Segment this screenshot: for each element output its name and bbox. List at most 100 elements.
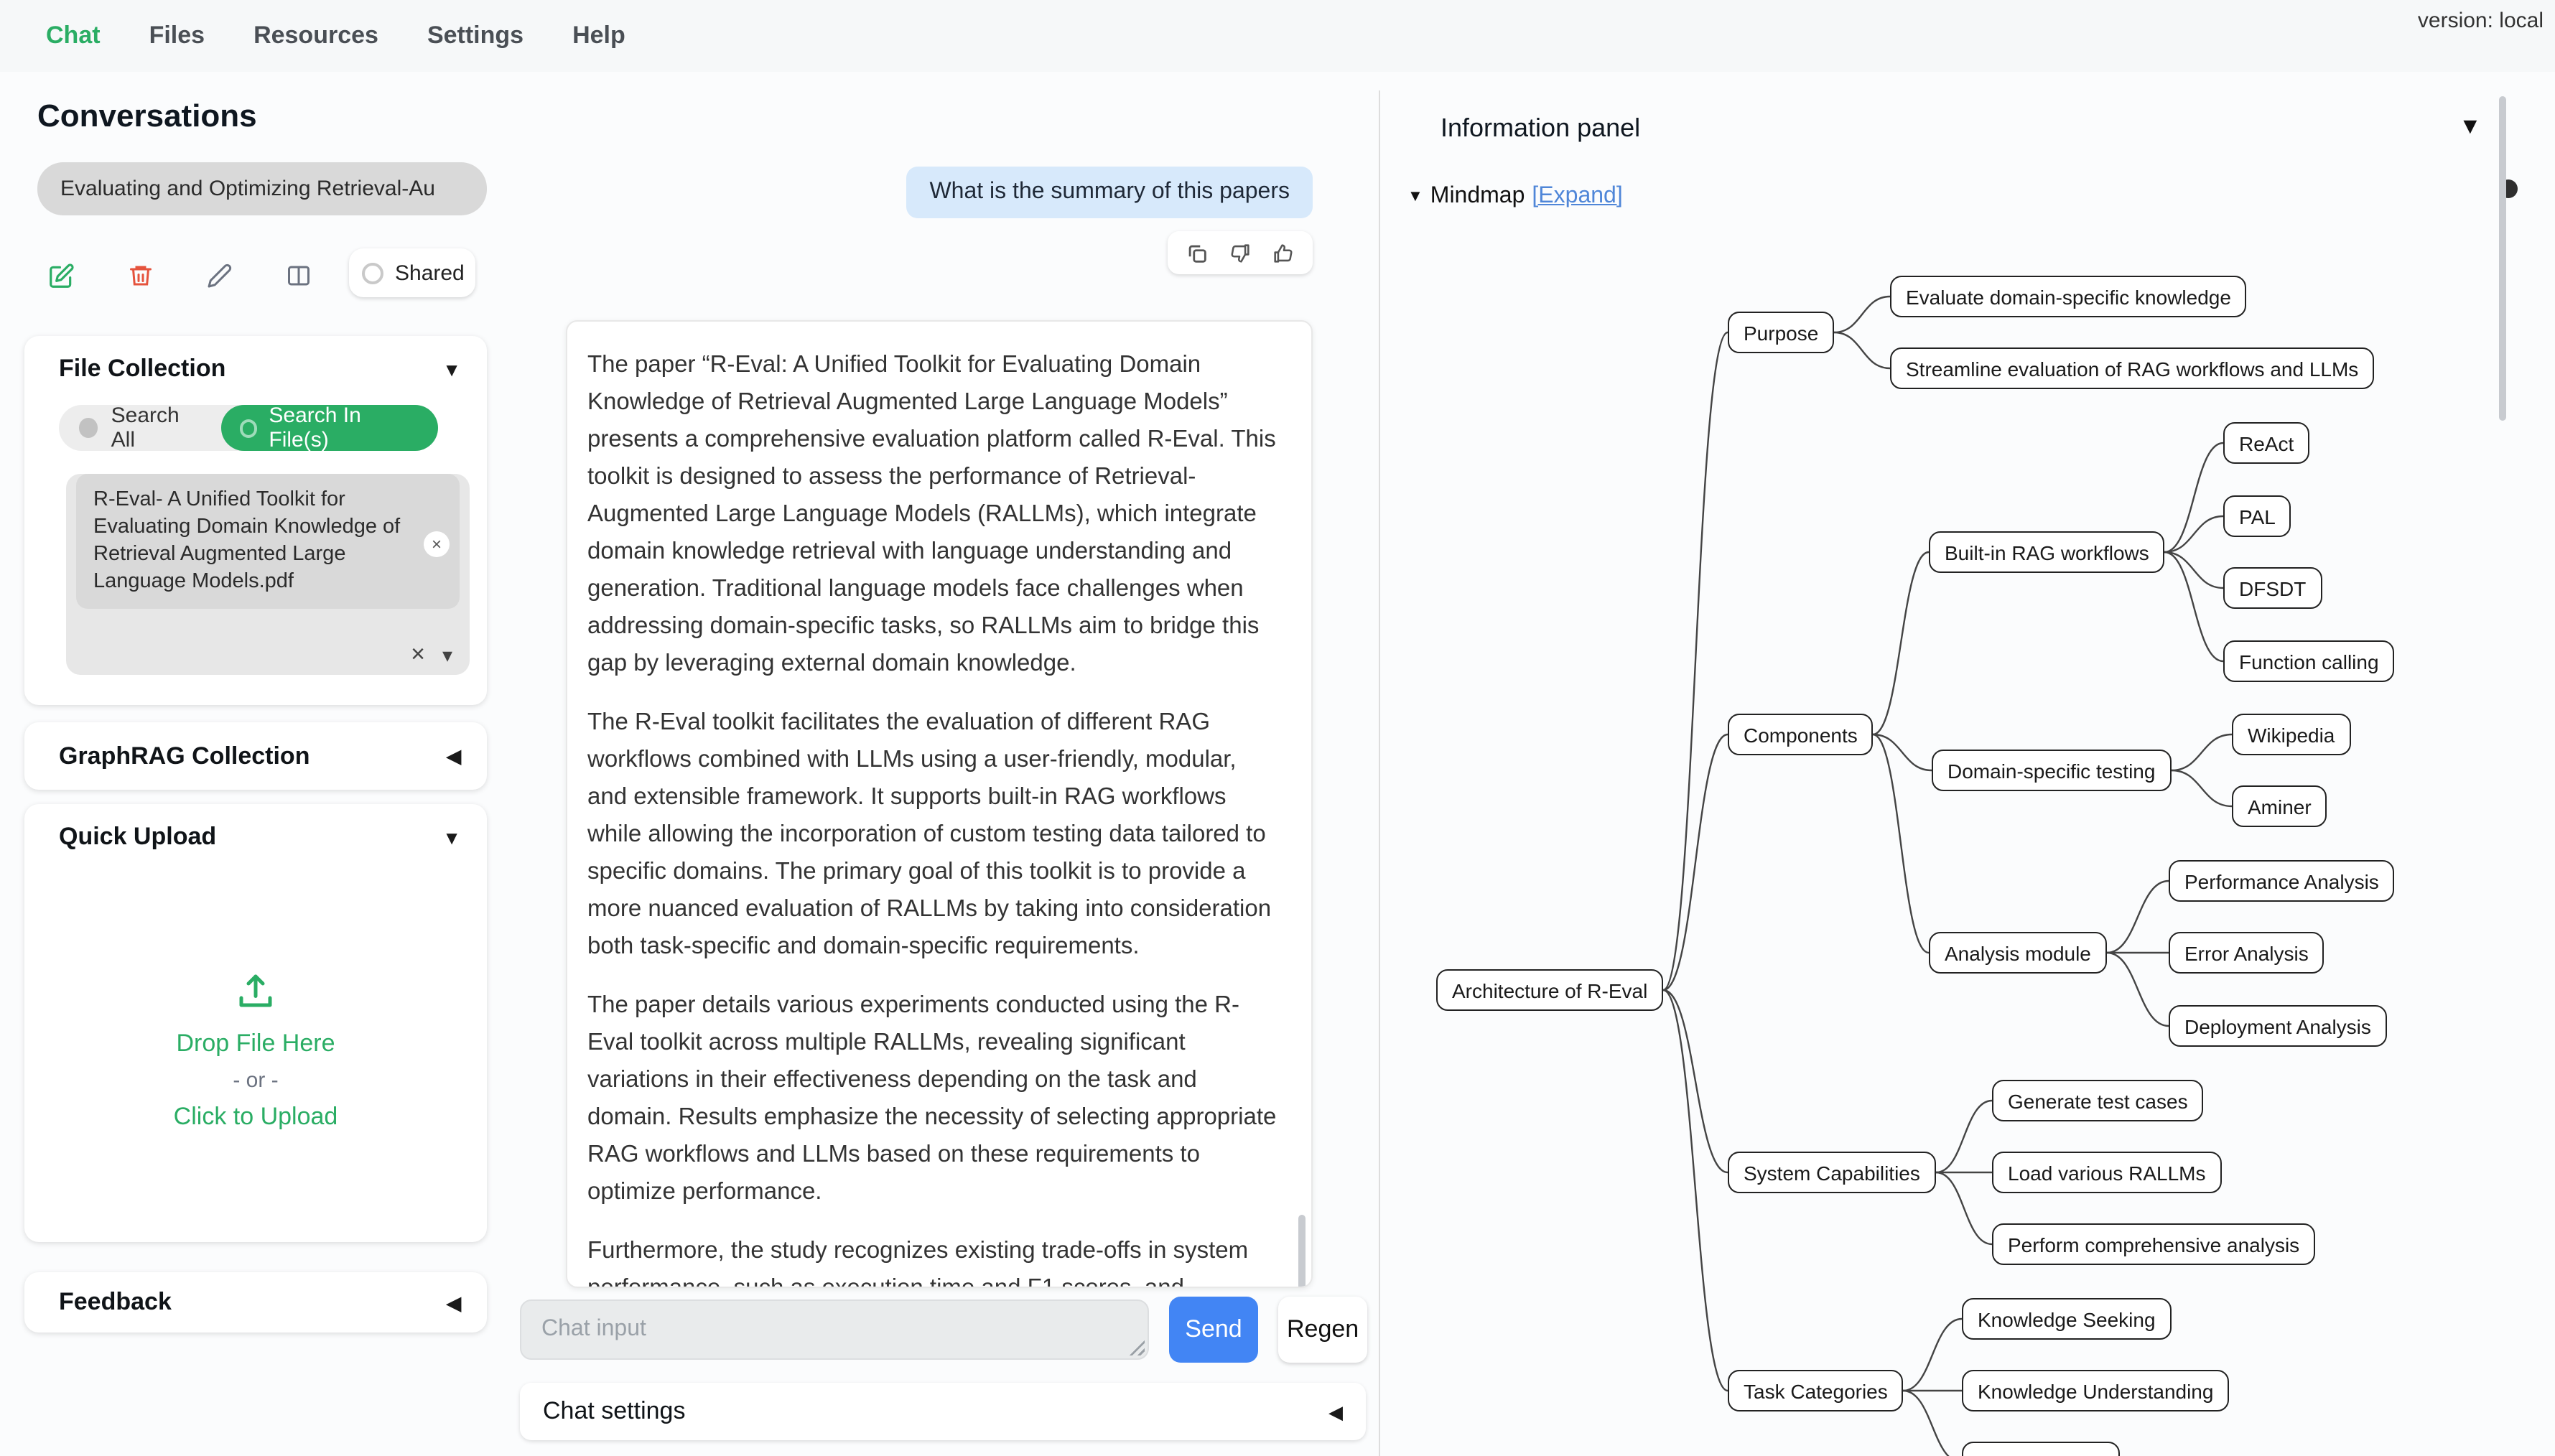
regen-button[interactable]: Regen: [1278, 1297, 1367, 1363]
thumbs-up-button[interactable]: [1270, 239, 1297, 266]
feedback-header[interactable]: Feedback ◀: [24, 1272, 487, 1333]
mindmap-label: Mindmap: [1430, 184, 1525, 208]
file-collection-card: File Collection ▼ Search All Search In F…: [24, 336, 487, 705]
mindmap-node-d2[interactable]: Aminer: [2232, 785, 2327, 827]
mindmap-node-k1[interactable]: Knowledge Seeking: [1962, 1298, 2172, 1340]
split-columns-icon: [287, 266, 309, 286]
thumbs-up-icon: [1274, 243, 1293, 262]
clear-files-button[interactable]: ×: [411, 640, 425, 668]
graphrag-title: GraphRAG Collection: [59, 742, 310, 769]
assistant-message-card: The paper “R-Eval: A Unified Toolkit for…: [566, 320, 1313, 1288]
search-in-files-label: Search In File(s): [269, 403, 361, 452]
mindmap-node-a1[interactable]: Performance Analysis: [2169, 860, 2395, 902]
new-conversation-button[interactable]: [47, 262, 75, 289]
panel-collapse-icon[interactable]: ▼: [2459, 115, 2482, 139]
split-view-button[interactable]: [284, 262, 312, 289]
file-box-footer: × ▾: [411, 642, 452, 666]
graphrag-header[interactable]: GraphRAG Collection ◀: [24, 722, 487, 790]
chat-input[interactable]: [520, 1299, 1149, 1360]
chevron-left-icon[interactable]: ◀: [447, 745, 461, 767]
shared-toggle[interactable]: Shared: [349, 248, 475, 297]
top-nav: Chat Files Resources Settings Help: [0, 0, 2555, 72]
mindmap-node-p2[interactable]: Streamline evaluation of RAG workflows a…: [1890, 347, 2375, 389]
mindmap-node-root[interactable]: Architecture of R-Eval: [1436, 969, 1664, 1011]
mindmap-node-s3[interactable]: Perform comprehensive analysis: [1992, 1223, 2316, 1265]
mindmap-node-p1[interactable]: Evaluate domain-specific knowledge: [1890, 276, 2247, 317]
pencil-icon: [207, 263, 231, 288]
mindmap-node-purpose[interactable]: Purpose: [1728, 312, 1835, 353]
mindmap-node-d1[interactable]: Wikipedia: [2232, 714, 2351, 755]
copy-message-button[interactable]: [1183, 239, 1211, 266]
mindmap-node-w3[interactable]: DFSDT: [2223, 567, 2322, 609]
assistant-paragraph: The paper details various experiments co…: [587, 992, 1277, 1205]
search-scope-toggle: Search All Search In File(s): [59, 403, 438, 452]
click-to-upload-link[interactable]: Click to Upload: [173, 1102, 338, 1129]
search-in-files-option[interactable]: Search In File(s): [220, 403, 438, 452]
mindmap-node-taskcat[interactable]: Task Categories: [1728, 1370, 1904, 1411]
nav-item-help[interactable]: Help: [572, 22, 625, 49]
chevron-left-icon[interactable]: ◀: [447, 1292, 461, 1313]
mindmap-node-w4[interactable]: Function calling: [2223, 640, 2395, 682]
conversations-title: Conversations: [37, 98, 257, 134]
remove-file-button[interactable]: ×: [424, 531, 450, 557]
information-panel-title: Information panel: [1441, 113, 1641, 142]
thumbs-down-icon: [1231, 243, 1249, 262]
nav-item-settings[interactable]: Settings: [427, 22, 524, 49]
quick-upload-header[interactable]: Quick Upload ▼: [24, 804, 487, 870]
panel-scrollbar[interactable]: [2499, 96, 2506, 421]
file-chip-name: R-Eval- A Unified Toolkit for Evaluating…: [93, 488, 401, 593]
nav-item-files[interactable]: Files: [149, 22, 205, 49]
nav-item-chat[interactable]: Chat: [46, 22, 101, 49]
version-label: version: local: [2417, 9, 2544, 33]
thumbs-down-button[interactable]: [1227, 239, 1254, 266]
file-chip[interactable]: R-Eval- A Unified Toolkit for Evaluating…: [76, 474, 460, 609]
mindmap-node-a2[interactable]: Error Analysis: [2169, 932, 2324, 974]
search-all-label: Search All: [111, 403, 180, 452]
nav-item-resources[interactable]: Resources: [253, 22, 378, 49]
chat-settings-bar[interactable]: Chat settings ◀: [520, 1383, 1366, 1440]
selected-files-box: R-Eval- A Unified Toolkit for Evaluating…: [66, 474, 470, 675]
pencil-square-icon: [50, 263, 74, 287]
chat-settings-label: Chat settings: [543, 1397, 686, 1424]
chevron-down-icon[interactable]: ▼: [442, 826, 461, 848]
mindmap-node-k3[interactable]: [1962, 1442, 2120, 1456]
mindmap-node-w2[interactable]: PAL: [2223, 495, 2291, 537]
file-collection-header[interactable]: File Collection ▼: [24, 336, 487, 402]
mindmap-section-header: ▼ Mindmap [Expand]: [1407, 184, 1623, 210]
mindmap-expand-link[interactable]: [Expand]: [1532, 184, 1623, 208]
mindmap-node-w1[interactable]: ReAct: [2223, 422, 2310, 464]
mindmap-node-s2[interactable]: Load various RALLMs: [1992, 1152, 2222, 1193]
copy-icon: [1188, 244, 1206, 262]
mindmap-node-k2[interactable]: Knowledge Understanding: [1962, 1370, 2230, 1411]
mindmap-node-s1[interactable]: Generate test cases: [1992, 1080, 2204, 1121]
send-button[interactable]: Send: [1169, 1297, 1258, 1363]
mindmap-node-syscap[interactable]: System Capabilities: [1728, 1152, 1936, 1193]
feedback-title: Feedback: [59, 1288, 172, 1315]
chevron-down-icon[interactable]: ▼: [442, 358, 461, 380]
graphrag-card: GraphRAG Collection ◀: [24, 722, 487, 790]
mindmap-node-components[interactable]: Components: [1728, 714, 1874, 755]
panel-divider: [1379, 90, 1380, 1456]
conversation-actions: [47, 254, 312, 297]
rename-conversation-button[interactable]: [205, 262, 233, 289]
assistant-paragraph: The R-Eval toolkit facilitates the evalu…: [587, 709, 1272, 959]
or-label: - or -: [233, 1068, 279, 1092]
quick-upload-title: Quick Upload: [59, 823, 217, 850]
file-dropdown-caret[interactable]: ▾: [442, 643, 452, 666]
radio-icon: [79, 418, 98, 438]
mindmap-collapse-icon[interactable]: ▼: [1407, 188, 1423, 205]
chevron-left-icon[interactable]: ◀: [1328, 1401, 1343, 1422]
delete-conversation-button[interactable]: [126, 262, 154, 289]
trash-icon: [129, 266, 151, 286]
message-actions: [1168, 231, 1313, 274]
mindmap-node-a3[interactable]: Deployment Analysis: [2169, 1005, 2387, 1047]
mindmap-node-c1[interactable]: Built-in RAG workflows: [1929, 531, 2165, 573]
mindmap-node-c3[interactable]: Analysis module: [1929, 932, 2107, 974]
upload-dropzone[interactable]: Drop File Here - or - Click to Upload: [24, 870, 487, 1229]
search-all-option[interactable]: Search All: [59, 403, 220, 452]
message-scrollbar[interactable]: [1298, 1215, 1306, 1287]
conversation-item[interactable]: Evaluating and Optimizing Retrieval-Augm: [37, 162, 487, 215]
drop-file-label: Drop File Here: [176, 1029, 335, 1056]
mindmap-node-c2[interactable]: Domain-specific testing: [1932, 750, 2172, 791]
